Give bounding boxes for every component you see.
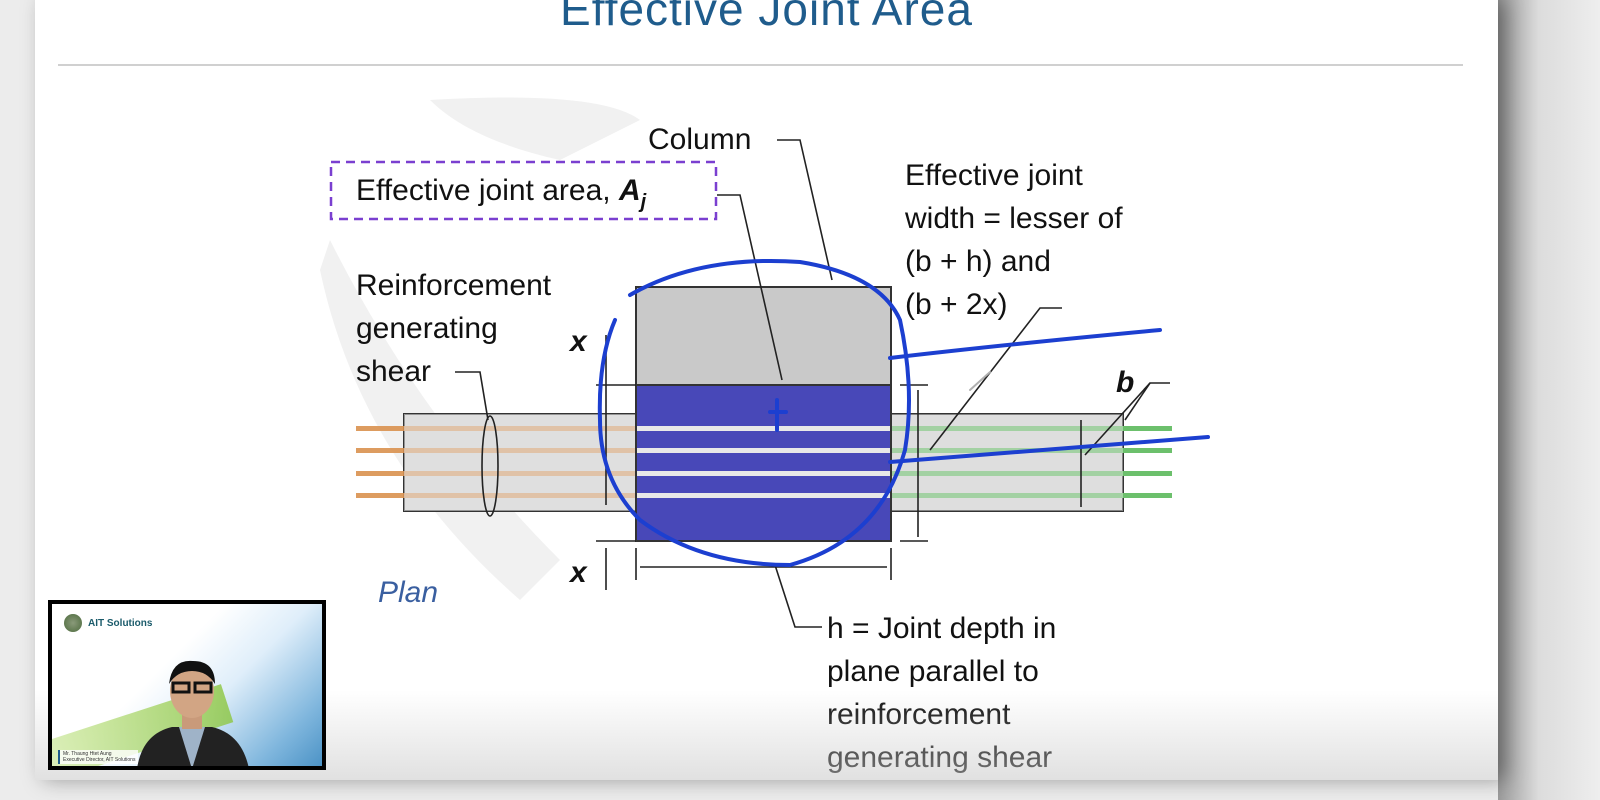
presenter-video: [137, 660, 249, 766]
label-column: Column: [648, 123, 751, 156]
label-plan: Plan: [378, 576, 438, 609]
label-x-top: x: [568, 325, 588, 358]
label-width-1: Effective joint: [905, 159, 1084, 192]
label-reinforcement-1: Reinforcement: [356, 269, 552, 302]
slide-title: Effective Joint Area: [560, 0, 973, 35]
label-reinforcement-3: shear: [356, 355, 431, 388]
pen-annotations: [597, 258, 1210, 568]
joint-plan-diagram: Column Effective joint area, Aj Reinforc…: [320, 97, 1210, 774]
label-effective-area: Effective joint area, Aj: [356, 174, 647, 213]
leader-lines: [455, 139, 1170, 628]
label-h-4: generating shear: [827, 741, 1052, 774]
watermark: [320, 97, 640, 600]
label-width-2: width = lesser of: [904, 202, 1123, 235]
label-x-bottom: x: [568, 556, 588, 589]
effective-area-box: [329, 160, 718, 221]
title-divider: [58, 64, 1463, 66]
background-shade: [1498, 0, 1600, 800]
effective-joint-area: [635, 384, 892, 542]
label-reinforcement-2: generating: [356, 312, 498, 345]
label-h-1: h = Joint depth in: [827, 612, 1056, 645]
brand-logo: AIT Solutions: [64, 614, 152, 632]
label-width-3: (b + h) and: [905, 245, 1051, 278]
label-h-2: plane parallel to: [827, 655, 1039, 688]
seal-icon: [64, 614, 82, 632]
label-b: b: [1116, 366, 1134, 399]
label-width-4: (b + 2x): [905, 288, 1008, 321]
label-h-3: reinforcement: [827, 698, 1011, 731]
joint-bars: [637, 426, 890, 498]
